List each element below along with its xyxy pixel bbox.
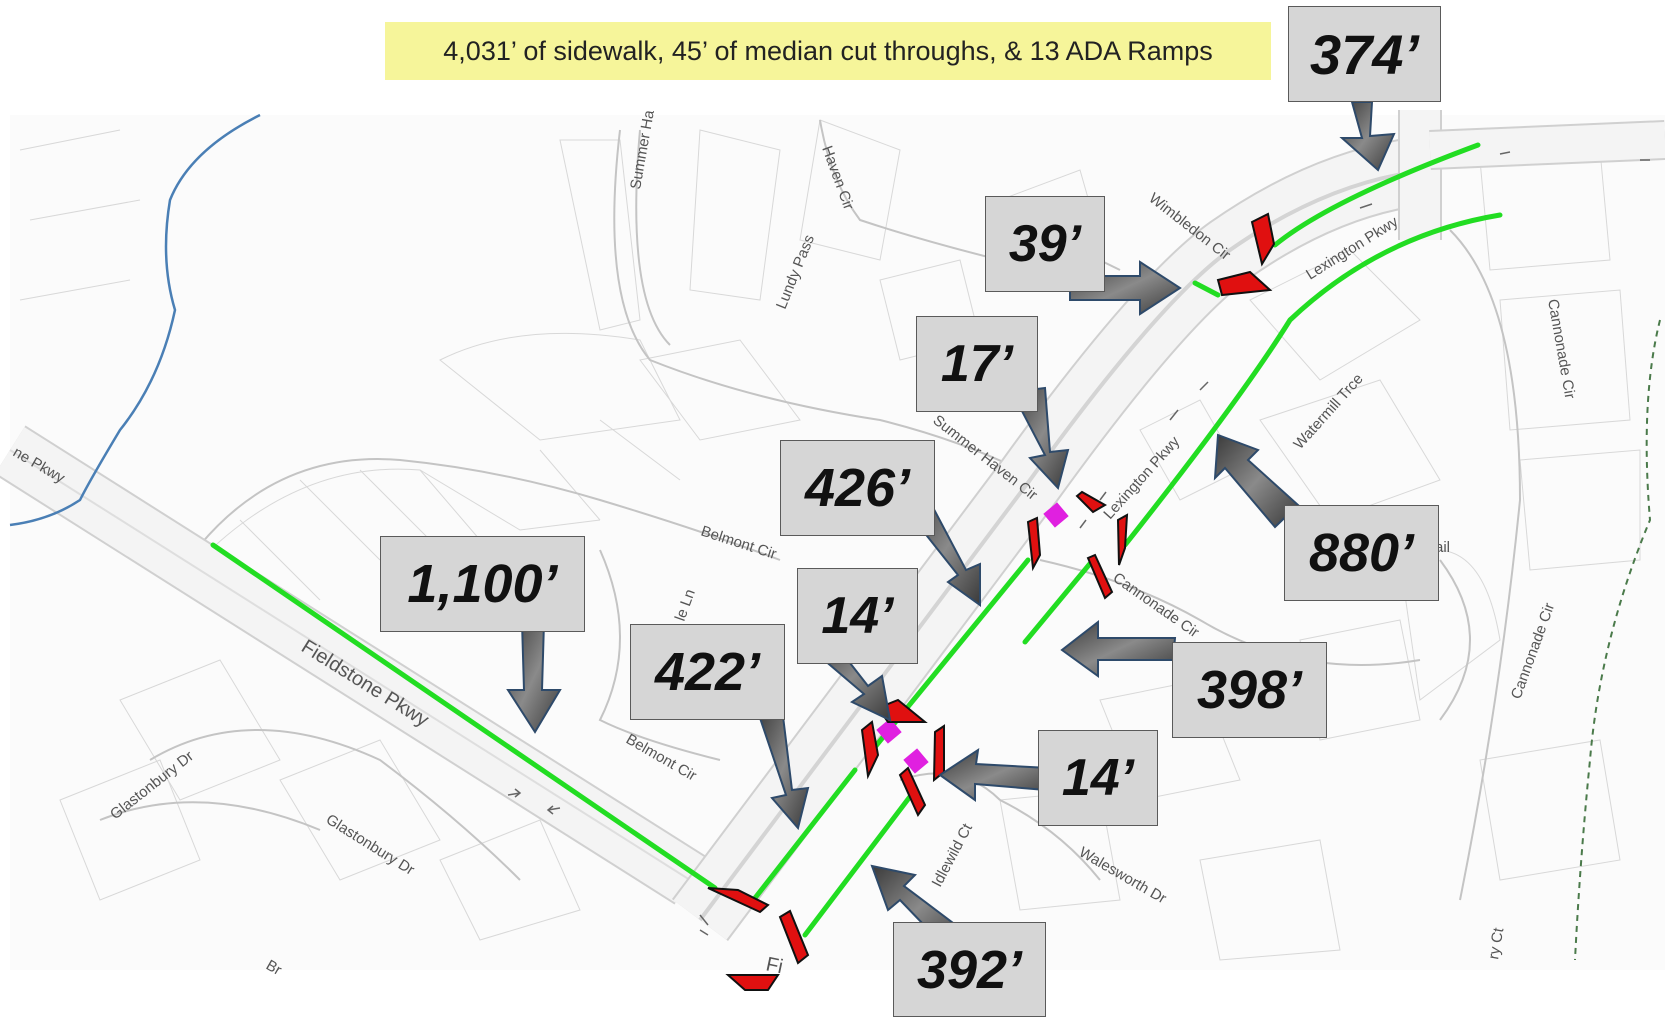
ada-ramp (707, 887, 770, 914)
ada-ramp (1075, 490, 1108, 514)
ada-ramp (778, 909, 810, 965)
arrow-17 (1010, 386, 1070, 491)
callout-426: 426’ (780, 440, 935, 536)
ada-ramp (1026, 516, 1042, 572)
callout-398: 398’ (1172, 642, 1327, 738)
arrow-880 (1213, 433, 1300, 529)
boundary-line (1574, 319, 1661, 961)
street-label-br: Br (263, 957, 284, 979)
ada-ramp (898, 766, 927, 818)
sidewalk-392 (802, 787, 918, 938)
ada-ramp (1086, 553, 1114, 600)
callout-422: 422’ (630, 624, 785, 720)
callout-392: 392’ (893, 922, 1046, 1017)
sidewalk-422 (752, 767, 858, 901)
creek (9, 113, 261, 527)
ada-ramp (1216, 270, 1273, 297)
callout-14a: 14’ (797, 568, 918, 664)
sidewalk-1100 (210, 542, 718, 891)
fieldstone-pkwy-road (0, 425, 706, 905)
sidewalk-374 (1272, 142, 1481, 248)
sidewalk-880 (1122, 212, 1503, 548)
median-cut-17 (1043, 502, 1069, 528)
median-cut-14b (903, 748, 929, 774)
ada-ramp (1250, 212, 1276, 267)
sidewalk-398 (1022, 557, 1096, 645)
traffic-arrows (507, 151, 1650, 936)
callout-17: 17’ (916, 316, 1038, 412)
ada-ramp (860, 720, 880, 780)
arrow-39 (1069, 260, 1182, 316)
ada-ramp (725, 974, 780, 991)
arrow-398 (1060, 619, 1177, 678)
median-cut-14a (876, 718, 902, 744)
median-cuts (876, 502, 1069, 774)
street-label-fi: Fi (764, 953, 785, 978)
arrow-14b (938, 747, 1050, 802)
callout-39: 39’ (985, 196, 1105, 292)
ada-ramp (932, 724, 945, 783)
residential-roads (99, 119, 1522, 901)
arrow-374 (1339, 101, 1396, 172)
street-label-ry-ct: ry Ct (1485, 926, 1507, 961)
callout-374: 374’ (1288, 6, 1441, 102)
callout-1100: 1,100’ (380, 536, 585, 632)
summary-banner: 4,031’ of sidewalk, 45’ of median cut th… (385, 22, 1271, 80)
arrow-1100 (506, 621, 562, 734)
arrow-422 (756, 706, 810, 831)
callout-14b: 14’ (1038, 730, 1158, 826)
sidewalk-39 (1192, 280, 1221, 298)
callout-880: 880’ (1284, 505, 1439, 601)
ada-ramp (1116, 513, 1129, 566)
